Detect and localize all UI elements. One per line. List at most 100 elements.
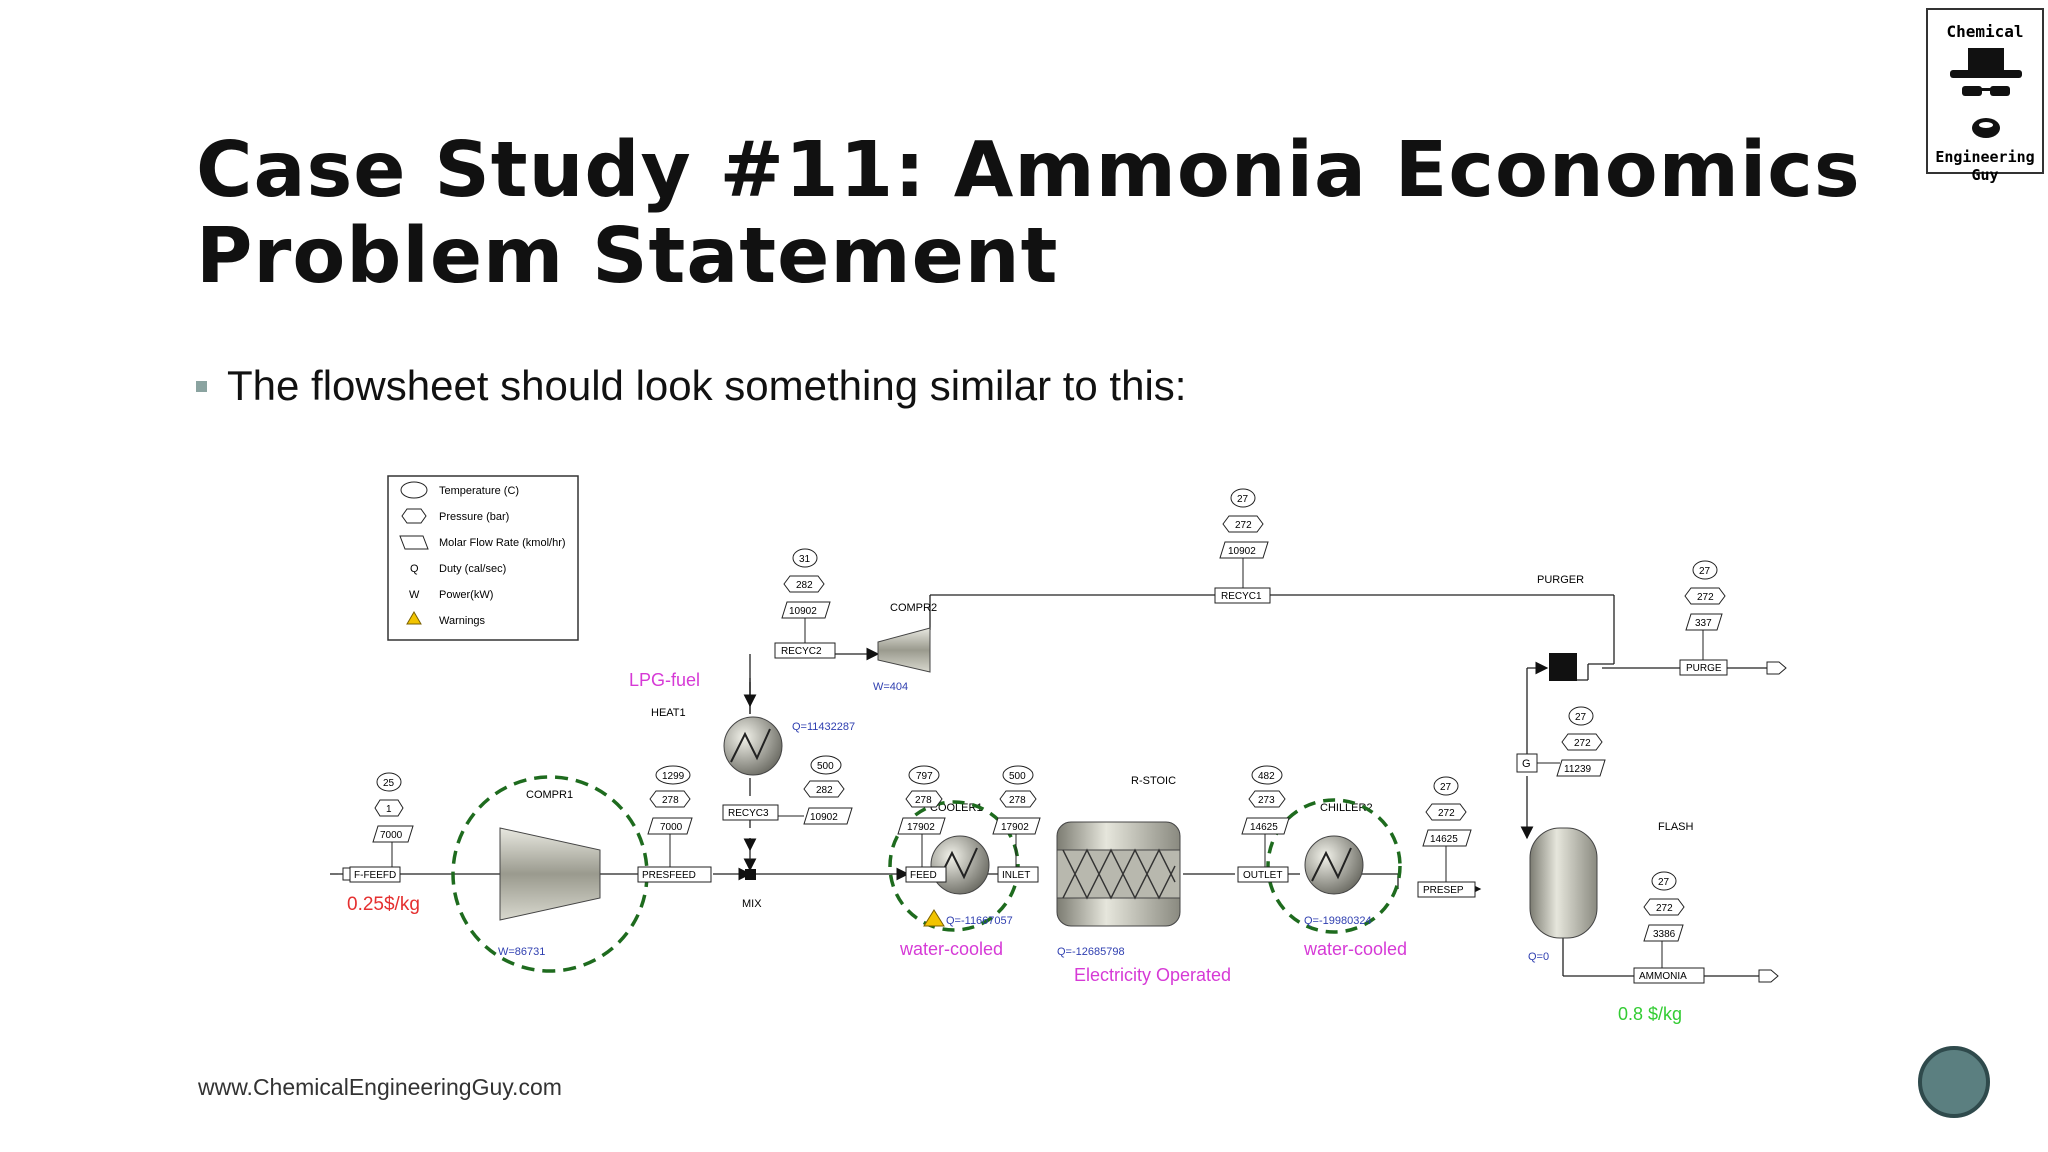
recyc2-pres: 282 xyxy=(796,580,813,591)
stream-outlet-label: OUTLET xyxy=(1243,870,1282,881)
slide-title: Case Study #11: Ammonia Economics Proble… xyxy=(196,128,1861,300)
purge-pres: 272 xyxy=(1697,592,1714,603)
legend-molar-flow: Molar Flow Rate (kmol/hr) xyxy=(439,537,566,549)
recyc1-pres: 272 xyxy=(1235,520,1252,531)
heat1-heater[interactable] xyxy=(723,716,783,776)
purge-temp: 27 xyxy=(1699,566,1711,577)
cooler1-highlight-circle xyxy=(888,800,1020,932)
tag-connectors xyxy=(391,558,1704,968)
stream-ammonia-label: AMMONIA xyxy=(1639,971,1687,982)
g-stream-temp: 27 xyxy=(1575,712,1587,723)
heat1-label: HEAT1 xyxy=(651,707,686,719)
purger-label: PURGER xyxy=(1537,574,1584,586)
logo-text-bottom: Engineering Guy xyxy=(1935,148,2035,184)
flash-label: FLASH xyxy=(1658,821,1694,833)
legend-pressure-icon xyxy=(401,508,427,524)
bullet-square-icon xyxy=(196,380,207,392)
cooler1-warning-icon[interactable] xyxy=(923,909,945,927)
product-price-annotation: 0.8 $/kg xyxy=(1618,1004,1682,1024)
logo-text-top: Chemical xyxy=(1946,22,2024,41)
ammonia-flow: 3386 xyxy=(1653,929,1676,940)
mix-block[interactable] xyxy=(745,869,756,880)
stream-feed-label: FEED xyxy=(910,870,937,881)
ammonia-temp: 27 xyxy=(1658,877,1670,888)
bullet-item: The flowsheet should look something simi… xyxy=(196,362,1186,410)
chiller2-duty: Q=-19980324 xyxy=(1304,915,1372,927)
purge-outlet-arrow-icon xyxy=(1766,661,1787,675)
recyc3-pres: 282 xyxy=(816,785,833,796)
bullet-text: The flowsheet should look something simi… xyxy=(227,362,1187,409)
chiller2-label: CHILLER2 xyxy=(1320,802,1373,814)
legend-warning-icon xyxy=(406,611,422,625)
recyc2-flow: 10902 xyxy=(789,606,817,617)
stream-presep-label: PRESEP xyxy=(1423,885,1464,896)
water-cooled-annotation-1: water-cooled xyxy=(899,939,1003,959)
g-label: G xyxy=(1522,758,1531,770)
presep-temp: 27 xyxy=(1440,782,1452,793)
presfeed-flow: 7000 xyxy=(660,822,683,833)
legend-temperature-icon xyxy=(400,481,428,499)
cooler1-label: COOLER1 xyxy=(930,802,983,814)
outlet-pres: 273 xyxy=(1258,795,1275,806)
presep-pres: 272 xyxy=(1438,808,1455,819)
legend-q-symbol: Q xyxy=(410,563,419,575)
stream-tags: 25 1 7000 1299 278 7000 500 282 10902 31… xyxy=(372,488,1726,942)
f-feefd-temp: 25 xyxy=(383,778,395,789)
legend-temperature: Temperature (C) xyxy=(439,485,519,497)
stream-recyc1-label: RECYC1 xyxy=(1221,591,1262,602)
flash-separator[interactable] xyxy=(1529,827,1598,939)
compr2-label: COMPR2 xyxy=(890,602,937,614)
inlet-pres: 278 xyxy=(1009,795,1026,806)
recyc1-temp: 27 xyxy=(1237,494,1249,505)
feed-temp: 797 xyxy=(916,771,933,782)
slide-nav-circle-icon[interactable] xyxy=(1918,1046,1990,1118)
legend-power: Power(kW) xyxy=(439,589,493,601)
recyc1-flow: 10902 xyxy=(1228,546,1256,557)
water-cooled-annotation-2: water-cooled xyxy=(1303,939,1407,959)
stream-inlet-label: INLET xyxy=(1002,870,1030,881)
g-stream-flow: 11239 xyxy=(1564,764,1592,775)
compr1-compressor[interactable] xyxy=(499,827,601,921)
legend-pressure: Pressure (bar) xyxy=(439,511,509,523)
ammonia-outlet-arrow-icon xyxy=(1758,969,1779,983)
feed-pres: 278 xyxy=(915,795,932,806)
feed-price-annotation: 0.25$/kg xyxy=(347,894,420,915)
title-line-1: Case Study #11: Ammonia Economics xyxy=(196,126,1861,215)
chiller2-chiller[interactable] xyxy=(1304,835,1364,895)
lpg-fuel-annotation: LPG-fuel xyxy=(629,670,700,690)
title-line-2: Problem Statement xyxy=(196,212,1059,301)
compr2-power: W=404 xyxy=(873,681,908,693)
rstoic-reactor[interactable] xyxy=(1056,821,1181,927)
mix-label: MIX xyxy=(742,898,762,910)
legend-w-symbol: W xyxy=(409,589,420,601)
legend-duty: Duty (cal/sec) xyxy=(439,563,506,575)
chiller2-highlight-circle xyxy=(1266,798,1402,934)
recyc3-flow: 10902 xyxy=(810,812,838,823)
compr1-label: COMPR1 xyxy=(526,789,573,801)
purge-flow: 337 xyxy=(1695,618,1712,629)
brand-logo: Chemical Engineering Guy xyxy=(1926,8,2044,184)
flowsheet-diagram: Temperature (C) Pressure (bar) Molar Flo… xyxy=(330,475,1787,1024)
purger-splitter[interactable] xyxy=(1549,653,1577,681)
cooler1-cooler[interactable] xyxy=(930,835,990,895)
ammonia-pres: 272 xyxy=(1656,903,1673,914)
recyc3-temp: 500 xyxy=(817,761,834,772)
f-feefd-flow: 7000 xyxy=(380,830,403,841)
footer-url[interactable]: www.ChemicalEngineeringGuy.com xyxy=(198,1074,562,1100)
stream-labels: F-FEEFD PRESFEED RECYC3 RECYC2 RECYC1 FE… xyxy=(349,587,1728,984)
inlet-flow: 17902 xyxy=(1001,822,1029,833)
legend: Temperature (C) Pressure (bar) Molar Flo… xyxy=(387,475,579,641)
rstoic-duty: Q=-12685798 xyxy=(1057,946,1125,958)
stream-recyc3-label: RECYC3 xyxy=(728,808,769,819)
compr1-power: W=86731 xyxy=(498,946,545,958)
compr2-compressor[interactable] xyxy=(877,627,931,673)
stream-f-feefd-label: F-FEEFD xyxy=(354,870,396,881)
g-stream-pres: 272 xyxy=(1574,738,1591,749)
stream-recyc2-label: RECYC2 xyxy=(781,646,822,657)
outlet-flow: 14625 xyxy=(1250,822,1278,833)
stream-purge-label: PURGE xyxy=(1686,663,1722,674)
presfeed-temp: 1299 xyxy=(662,771,685,782)
legend-warnings: Warnings xyxy=(439,615,486,627)
cooler1-duty: Q=-11667057 xyxy=(946,915,1013,927)
legend-molar-flow-icon xyxy=(399,535,429,550)
